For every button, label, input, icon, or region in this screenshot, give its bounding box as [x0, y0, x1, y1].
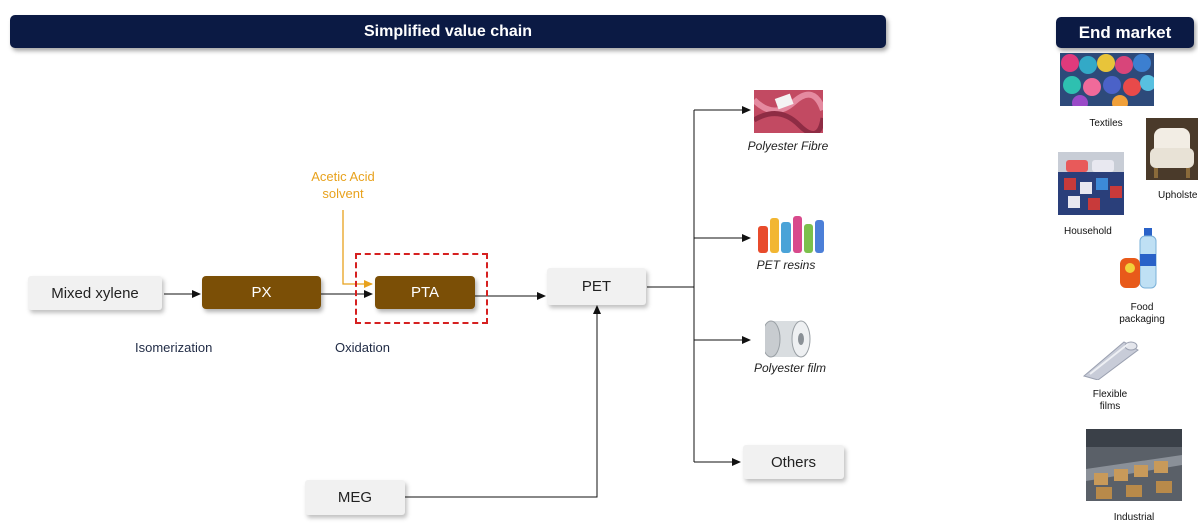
mixed-xylene-box: Mixed xylene: [28, 276, 162, 310]
pta-label: PTA: [410, 284, 440, 301]
industrial-label: Industrial: [1113, 512, 1155, 523]
flexible-films-label: Flexible films: [1082, 389, 1138, 413]
upholstery-image: [1146, 118, 1198, 180]
acetic-acid-label: Acetic Acid solvent: [296, 168, 390, 202]
pta-box: PTA: [375, 276, 475, 309]
meg-box: MEG: [305, 480, 405, 515]
pet-resins-image: [754, 212, 826, 254]
arrow-acetic-to-pta: [342, 210, 373, 288]
pet-box: PET: [547, 268, 646, 305]
food-packaging-label: Food packaging: [1110, 302, 1174, 326]
polyester-film-image: [765, 313, 813, 363]
mixed-xylene-label: Mixed xylene: [51, 284, 139, 302]
food-packaging-line1: Food: [1130, 302, 1154, 313]
end-market-title: End market: [1078, 22, 1172, 42]
flexible-films-line2: films: [1099, 401, 1121, 412]
textiles-label: Textiles: [1089, 118, 1123, 129]
household-image: [1058, 152, 1124, 215]
acetic-acid-line1: Acetic Acid: [311, 169, 375, 184]
px-box: PX: [202, 276, 321, 309]
flexible-films-line1: Flexible: [1092, 389, 1128, 400]
industrial-image: [1086, 429, 1182, 501]
household-label: Household: [1064, 226, 1112, 237]
flexible-films-image: [1080, 338, 1142, 380]
polyester-film-label: Polyester film: [753, 361, 827, 375]
textiles-image: [1060, 53, 1154, 106]
others-box: Others: [743, 445, 844, 479]
pta-highlight-frame: [355, 253, 488, 324]
pet-resins-label: PET resins: [756, 258, 816, 272]
isomerization-label: Isomerization: [135, 340, 213, 355]
polyester-fibre-image: [754, 90, 823, 133]
acetic-acid-line2: solvent: [322, 186, 364, 201]
end-market-banner: End market: [1056, 17, 1194, 48]
food-packaging-line2: packaging: [1119, 314, 1165, 325]
oxidation-label: Oxidation: [335, 340, 390, 355]
polyester-fibre-label: Polyester Fibre: [747, 139, 829, 153]
upholstery-label: Upholstery: [1158, 190, 1198, 201]
arrow-meg-to-pet: [405, 305, 601, 498]
px-label: PX: [251, 284, 272, 301]
food-packaging-image: [1114, 224, 1166, 294]
meg-label: MEG: [337, 489, 373, 506]
value-chain-banner: Simplified value chain: [10, 15, 886, 48]
pet-label: PET: [581, 278, 612, 295]
others-label: Others: [770, 453, 816, 471]
value-chain-title: Simplified value chain: [363, 22, 533, 40]
